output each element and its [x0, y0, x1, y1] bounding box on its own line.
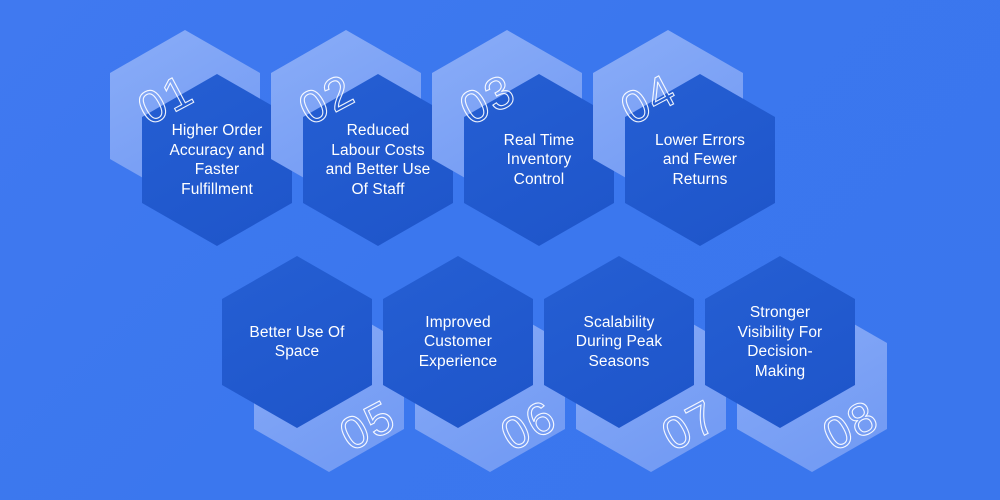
step-label-07: Scalability During Peak Seasons: [575, 313, 663, 370]
step-label-01: Higher Order Accuracy and Faster Fulfill…: [169, 122, 265, 198]
step-label-05: Better Use Of Space: [249, 323, 345, 361]
step-label-06: Improved Customer Experience: [418, 313, 498, 370]
step-label-08: Stronger Visibility For Decision- Making: [737, 304, 823, 380]
step-label-04: Lower Errors and Fewer Returns: [655, 131, 745, 188]
step-label-03: Real Time Inventory Control: [503, 131, 575, 188]
step-label-02: Reduced Labour Costs and Better Use Of S…: [325, 122, 431, 198]
